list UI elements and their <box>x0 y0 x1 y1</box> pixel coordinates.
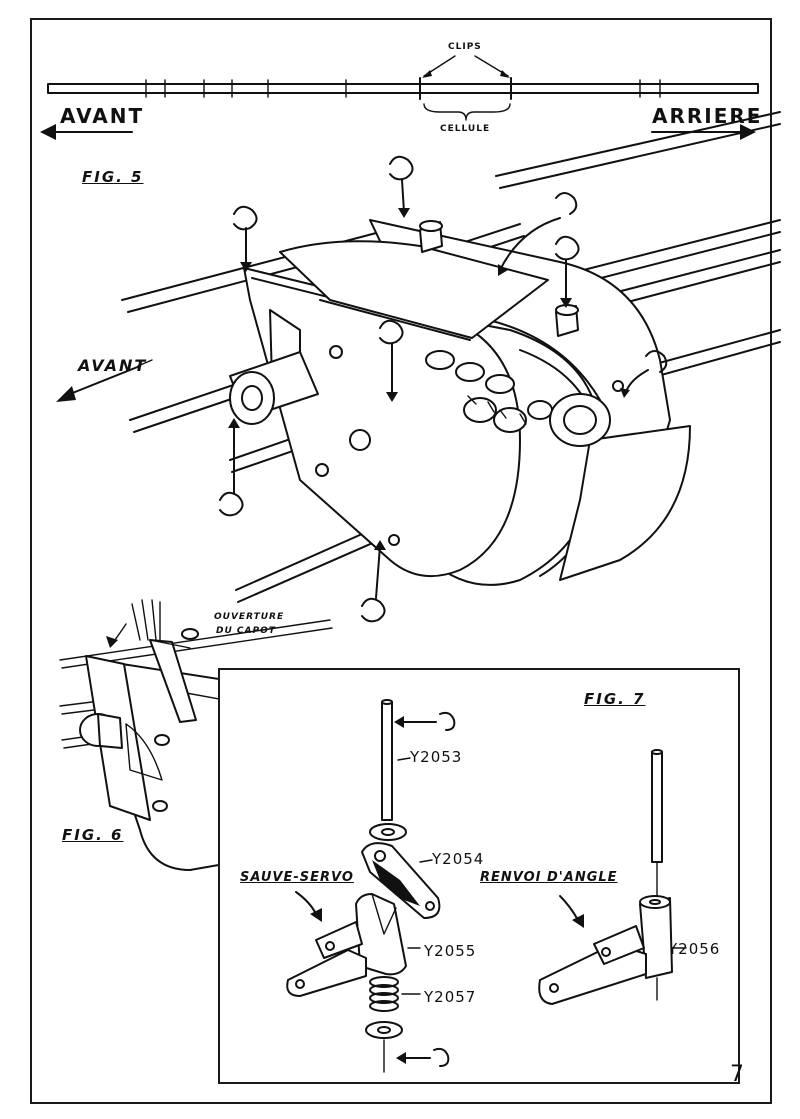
part-y2054-label: Y2054 <box>432 850 485 868</box>
fig7-panel <box>218 668 740 1084</box>
sauve-servo-label: SAUVE-SERVO <box>240 870 354 885</box>
fig5-gearbox-drawing <box>56 111 781 623</box>
fig7-title: FIG. 7 <box>584 690 646 708</box>
part-y2053-label: Y2053 <box>410 748 463 766</box>
cellule-label: CELLULE <box>440 124 491 134</box>
clips-label: CLIPS <box>448 42 482 52</box>
part-y2055-label: Y2055 <box>424 942 477 960</box>
part-y2056-label: Y2056 <box>668 940 721 958</box>
avant-label: AVANT <box>60 104 145 128</box>
renvoi-angle-label: RENVOI D'ANGLE <box>480 870 618 885</box>
arriere-label: ARRIERE <box>652 104 763 128</box>
part-y2057-label: Y2057 <box>424 988 477 1006</box>
page-number: 7 <box>730 1062 745 1087</box>
fig5-title: FIG. 5 <box>82 168 144 186</box>
ouverture-label-line2: DU CAPOT <box>216 626 276 636</box>
fig6-title: FIG. 6 <box>62 826 124 844</box>
page-frame <box>30 18 772 1104</box>
ouverture-label-line1: OUVERTURE <box>214 612 285 622</box>
